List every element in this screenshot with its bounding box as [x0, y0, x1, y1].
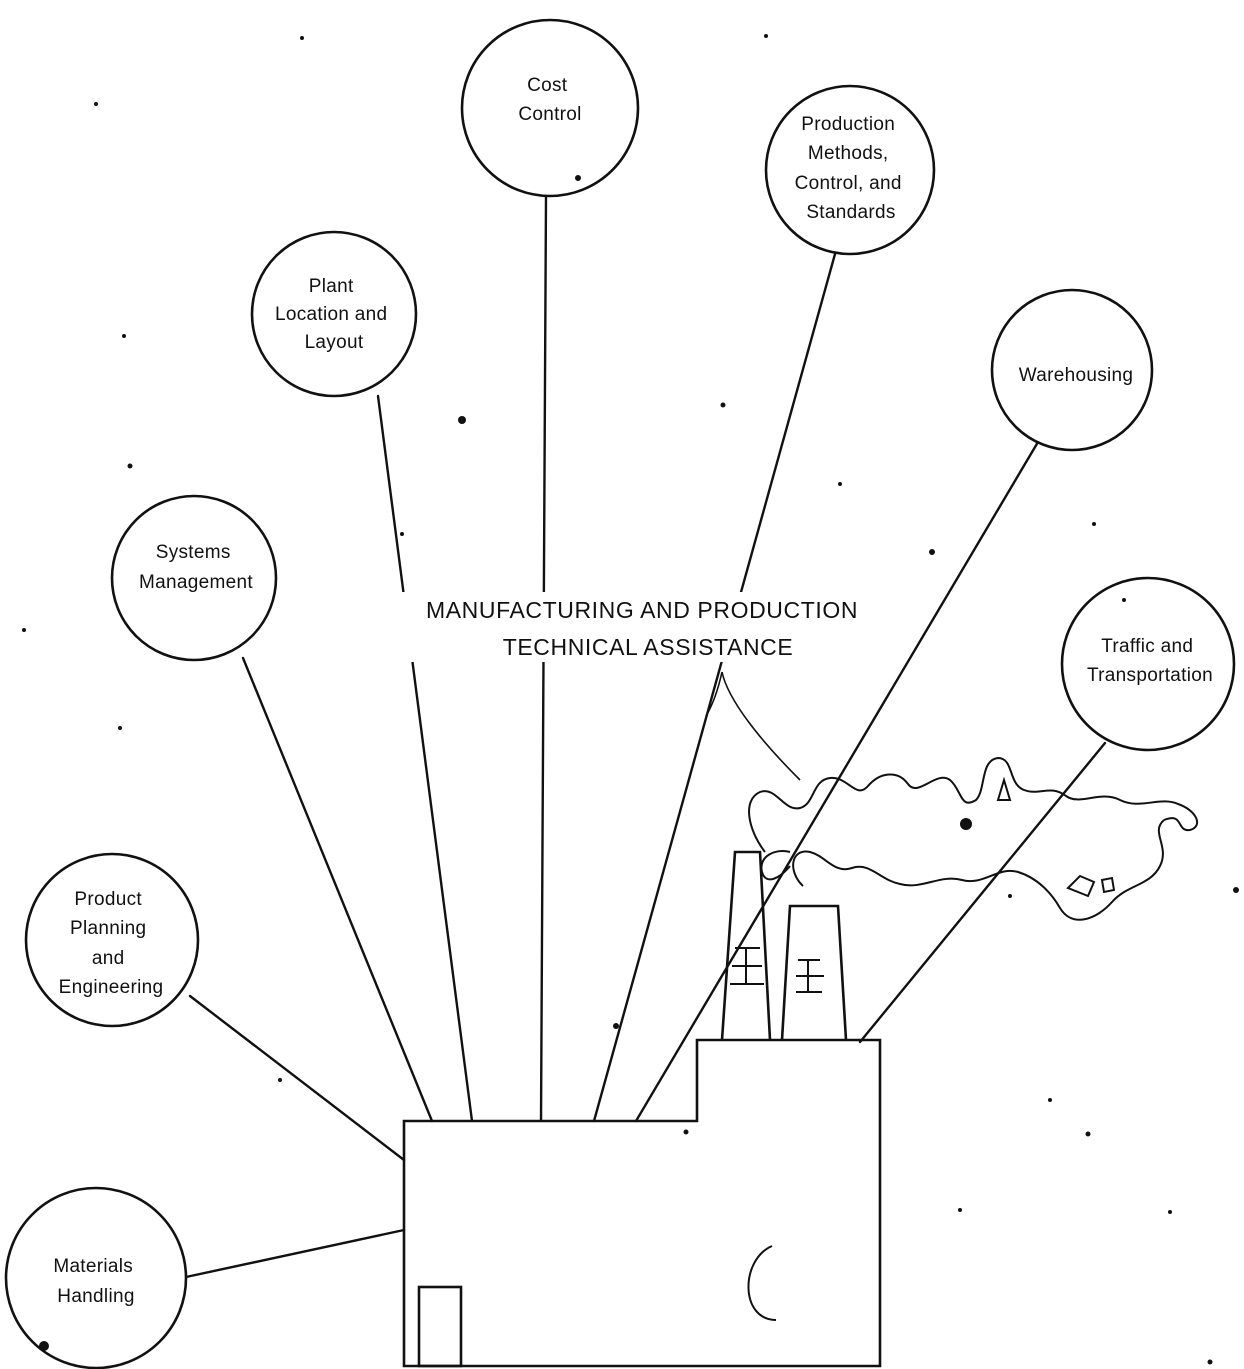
- label-warehousing: Warehousing: [1019, 365, 1134, 386]
- wall-mark: [747, 1245, 777, 1321]
- scan-specks: [22, 34, 1239, 1365]
- label-materials-handling: Materials Handling: [53, 1256, 138, 1307]
- factory-door: [417, 1285, 463, 1368]
- connector-product-planning: [188, 994, 406, 1162]
- connector-materials-handling: [184, 1228, 406, 1279]
- circle-production-methods: [764, 84, 936, 256]
- connector-warehousing: [634, 440, 1040, 1123]
- topic-circles: [4, 18, 1236, 1369]
- circle-product-planning: [24, 852, 200, 1028]
- label-production-methods: Production Methods, Control, and Standar…: [795, 114, 908, 223]
- connector-lines: [184, 194, 1107, 1279]
- circle-plant-location: [250, 230, 418, 398]
- diagram-title: MANUFACTURING AND PRODUCTION TECHNICAL A…: [380, 592, 906, 662]
- label-cost-control: Cost Control: [518, 75, 581, 125]
- label-systems-management: Systems Management: [139, 542, 253, 593]
- smoke-clouds: [748, 756, 1199, 921]
- label-plant-location: Plant Location and Layout: [275, 276, 393, 353]
- label-product-planning: Product Planning and Engineering: [59, 889, 164, 998]
- connector-production-methods: [592, 252, 837, 1123]
- connector-plant-location: [376, 394, 474, 1123]
- circle-systems-management: [110, 494, 278, 662]
- label-traffic-transportation: Traffic and Transportation: [1087, 636, 1213, 686]
- connector-systems-management: [241, 656, 434, 1123]
- title-line-2: TECHNICAL ASSISTANCE: [503, 634, 794, 660]
- connector-traffic-transportation: [858, 741, 1107, 1044]
- chimney-left: [720, 850, 772, 1041]
- title-line-1: MANUFACTURING AND PRODUCTION: [426, 597, 858, 623]
- node-labels: Cost Control Production Methods, Control…: [53, 75, 1213, 1307]
- pointer-strokes: [705, 671, 801, 781]
- circle-traffic-transportation: [1060, 576, 1236, 752]
- factory-icon: [402, 850, 882, 1368]
- chimney-right: [780, 904, 848, 1041]
- chimney-bricks: [730, 947, 824, 993]
- circle-materials-handling: [4, 1186, 188, 1369]
- circle-cost-control: [460, 18, 640, 198]
- circle-warehousing: [990, 288, 1154, 452]
- factory-outline: [402, 1038, 882, 1368]
